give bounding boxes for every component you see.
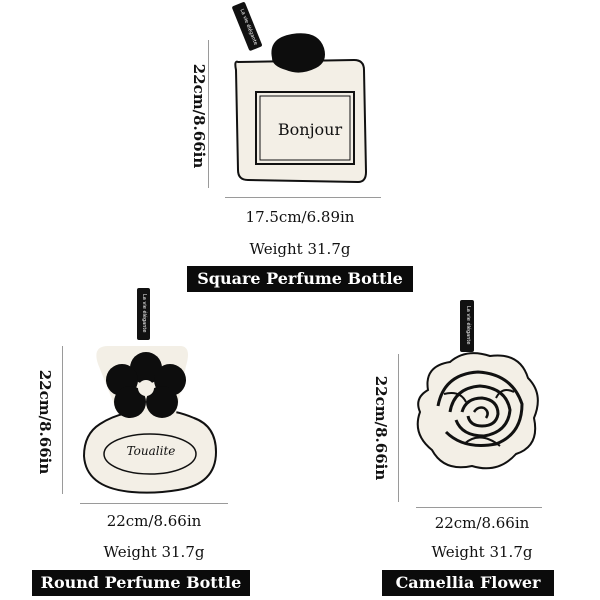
bottle-text: Toualite: [126, 444, 176, 458]
height-dimension-line: [398, 354, 399, 502]
square-perfume-bottle-illustration: La vie élégante: [232, 2, 368, 184]
svg-text:La vie élégante: La vie élégante: [465, 306, 472, 344]
height-label: 22cm/8.66in: [190, 63, 208, 169]
hang-tag: La vie élégante: [460, 300, 474, 352]
height-dimension-line: [62, 346, 63, 494]
width-label: 22cm/8.66in: [434, 514, 530, 532]
hang-tag: La vie élégante: [232, 2, 262, 51]
weight-label: Weight 31.7g: [249, 240, 351, 258]
svg-text:La vie élégante: La vie élégante: [141, 294, 148, 332]
camellia-flower-illustration: La vie élégante: [416, 300, 539, 470]
weight-label: Weight 31.7g: [431, 543, 533, 561]
width-label: 22cm/8.66in: [106, 512, 202, 530]
width-dimension-line: [225, 197, 381, 198]
height-dimension-line: [208, 40, 209, 188]
weight-label: Weight 31.7g: [103, 543, 205, 561]
height-label: 22cm/8.66in: [36, 369, 54, 475]
product-name-bar: Camellia Flower: [382, 570, 554, 596]
product-name-bar: Round Perfume Bottle: [32, 570, 250, 596]
width-dimension-line: [80, 503, 228, 504]
width-label: 17.5cm/6.89in: [245, 208, 355, 226]
round-perfume-bottle-illustration: La vie élégante: [82, 288, 218, 494]
product-name-bar: Square Perfume Bottle: [187, 266, 413, 292]
flower-cap: [106, 352, 186, 418]
width-dimension-line: [416, 507, 542, 508]
hang-tag: La vie élégante: [137, 288, 150, 340]
bottle-text: Bonjour: [277, 120, 343, 139]
height-label: 22cm/8.66in: [372, 375, 390, 481]
